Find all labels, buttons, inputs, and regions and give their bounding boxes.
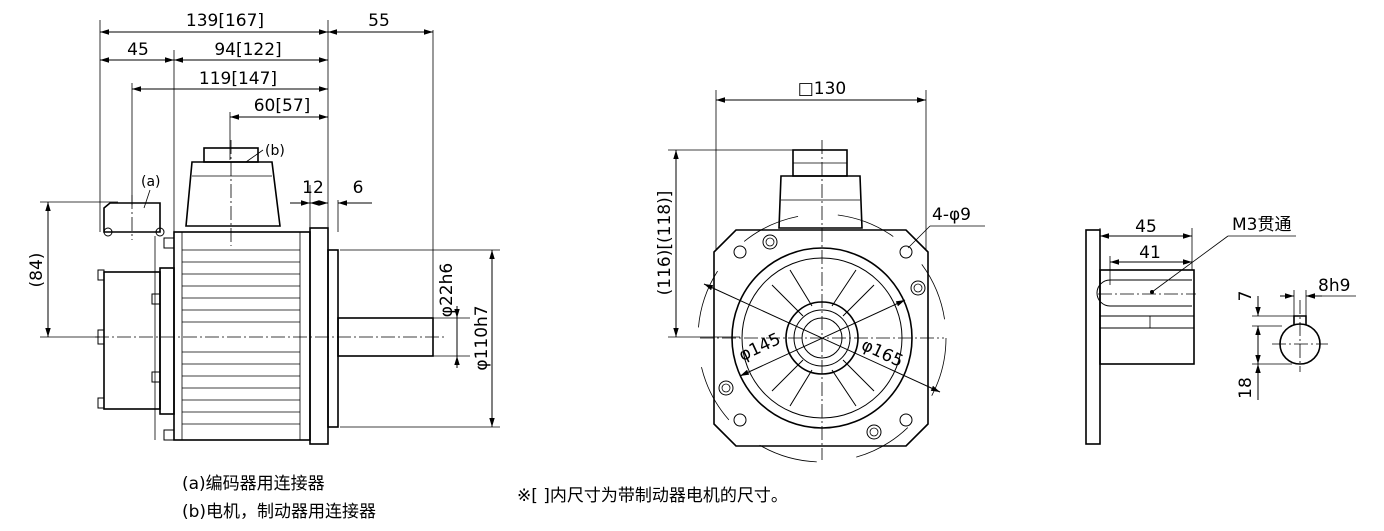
dim-shaft-dia: φ22h6 — [437, 263, 457, 317]
dim-connector-b-to-flange: 119[147] — [199, 69, 277, 89]
dim-connector-a-offset: 60[57] — [254, 96, 311, 116]
dim-body-circle: φ145 — [736, 329, 784, 366]
dim-pitch-circle: φ165 — [858, 335, 906, 372]
shaft-detail-view: 45 41 M3贯通 8h9 7 18 — [1085, 215, 1356, 445]
dim-encoder-section: 45 — [127, 40, 149, 60]
label-connector-a: (a) — [141, 174, 161, 190]
dim-key-height: 7 — [1236, 291, 1256, 302]
dim-body-length: 94[122] — [214, 40, 281, 60]
dim-flange-square: □130 — [798, 79, 847, 99]
dim-holes: 4-φ9 — [932, 205, 971, 225]
dim-flange-thickness: 12 — [302, 178, 324, 198]
dim-total-length: 139[167] — [186, 11, 264, 31]
dim-thread: M3贯通 — [1232, 215, 1291, 235]
dim-key-width: 8h9 — [1318, 276, 1350, 296]
footnote: ※[ ]内尺寸为带制动器电机的尺寸。 — [517, 486, 788, 506]
dim-height-84: (84) — [27, 253, 47, 288]
dim-shaft-length: 55 — [368, 11, 390, 31]
front-view: □130 (116)[(118)] — [655, 79, 985, 463]
dim-shaft-height: 18 — [1236, 377, 1256, 399]
dim-key-length-45: 45 — [1135, 217, 1157, 237]
dim-flange-step: 6 — [353, 178, 364, 198]
legend-b: (b)电机，制动器用连接器 — [182, 502, 376, 522]
legend-a: (a)编码器用连接器 — [182, 474, 325, 494]
dim-height-front: (116)[(118)] — [655, 191, 675, 296]
dim-key-length-41: 41 — [1139, 243, 1161, 263]
label-connector-b: (b) — [265, 143, 285, 159]
side-view: 139[167] 55 45 94[122] 119[147] 60[57] 1… — [27, 11, 500, 445]
cooling-fins — [182, 249, 300, 425]
dim-pilot-dia: φ110h7 — [472, 305, 492, 370]
